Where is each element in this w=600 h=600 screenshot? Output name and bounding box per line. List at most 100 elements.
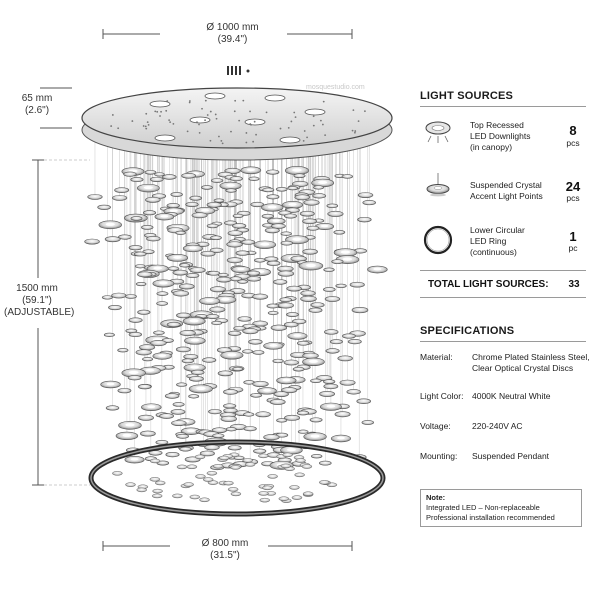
crystal-disc <box>204 444 220 451</box>
crystal-disc <box>324 296 341 302</box>
downlight-7 <box>154 134 176 142</box>
note-box: Note: Integrated LED – Non-replaceable P… <box>420 489 582 527</box>
crystal-disc <box>130 177 144 183</box>
crystal-disc <box>128 317 143 323</box>
crystal-disc <box>303 199 320 206</box>
crystal-disc <box>189 267 206 274</box>
crystal-disc <box>325 348 340 354</box>
crystal-disc <box>237 316 252 322</box>
specifications-title: SPECIFICATIONS <box>420 325 515 337</box>
crystal-disc <box>337 355 353 362</box>
crystal-disc <box>128 245 143 251</box>
crystal-disc <box>213 198 225 203</box>
crystal-disc <box>186 464 198 470</box>
canopy <box>81 66 393 161</box>
crystal-disc <box>230 491 242 497</box>
crystal-disc <box>237 279 249 284</box>
crystal-disc <box>142 210 157 216</box>
crystal-disc <box>208 409 222 415</box>
downlight-1 <box>149 100 171 108</box>
crystal-disc <box>84 238 100 245</box>
crystal-disc <box>176 433 190 439</box>
crystal-disc <box>191 212 208 219</box>
crystal-disc <box>269 399 286 405</box>
crystal-disc <box>149 458 161 464</box>
crystal-disc <box>138 344 156 351</box>
downlight-3 <box>264 94 286 102</box>
crystal-disc <box>227 445 242 451</box>
crystal-disc <box>183 482 194 487</box>
drop-height-label: 1500 mm (59.1") (ADJUSTABLE) <box>4 283 74 319</box>
light-source-3-line-3: (continuous) <box>470 247 517 257</box>
crystal-disc <box>172 402 185 407</box>
crystal-point-icon <box>426 173 450 197</box>
crystal-disc <box>218 455 230 461</box>
crystal-disc <box>229 176 243 182</box>
crystal-disc <box>164 393 180 399</box>
crystal-disc <box>128 331 143 338</box>
crystal-disc <box>283 213 297 219</box>
crystal-disc <box>135 281 147 287</box>
crystal-disc <box>266 303 279 309</box>
crystal-disc <box>153 330 165 335</box>
crystal-disc <box>159 413 174 419</box>
top-diameter-inches: (39.4") <box>217 34 248 45</box>
light-sources-title: LIGHT SOURCES <box>420 90 514 102</box>
crystal-disc <box>284 414 301 421</box>
crystal-disc <box>300 295 317 302</box>
crystal-disc <box>225 427 237 432</box>
crystal-disc <box>202 357 217 363</box>
crystal-disc <box>209 286 226 293</box>
crystal-disc <box>176 312 191 319</box>
crystal-disc <box>286 312 299 318</box>
crystal-disc <box>155 439 169 445</box>
crystal-disc <box>302 352 319 359</box>
canopy-height-value: 65 mm <box>21 93 53 104</box>
top-diameter-value: Ø 1000 mm <box>206 22 259 33</box>
crystal-disc <box>270 324 288 331</box>
crystal-disc <box>361 420 374 425</box>
spec-material-line-1: Chrome Plated Stainless Steel, <box>472 352 590 362</box>
total-value: 33 <box>568 279 580 290</box>
crystal-disc <box>227 330 242 336</box>
crystal-disc <box>206 470 218 476</box>
crystal-disc <box>195 474 206 479</box>
crystal-disc <box>331 259 344 264</box>
crystal-disc <box>134 264 146 269</box>
bottom-diameter-value: Ø 800 mm <box>201 538 249 549</box>
crystal-disc <box>137 271 153 278</box>
light-source-1-line-1: Top Recessed <box>470 120 524 130</box>
specifications-rule <box>420 341 586 342</box>
light-source-2-unit: pcs <box>566 193 580 203</box>
crystal-disc <box>252 350 265 355</box>
crystal-disc <box>176 382 188 387</box>
crystal-disc <box>220 415 237 422</box>
light-source-3-line-2: LED Ring <box>470 236 507 246</box>
crystal-disc <box>277 302 294 309</box>
crystal-disc <box>297 429 309 434</box>
crystal-disc <box>243 426 257 432</box>
crystal-disc <box>241 239 256 245</box>
crystal-disc <box>135 349 152 356</box>
crystal-disc <box>103 332 115 337</box>
light-source-1-count: 8 <box>569 123 577 138</box>
light-source-3-unit: pc <box>568 243 578 253</box>
crystal-disc <box>262 485 273 491</box>
crystal-disc <box>189 494 201 500</box>
crystal-disc <box>138 414 154 421</box>
crystal-disc <box>156 291 169 296</box>
watermark: mosquestudio.com <box>306 84 365 91</box>
crystal-disc <box>178 283 195 290</box>
crystal-disc <box>244 462 256 467</box>
downlight-8 <box>279 136 301 144</box>
crystal-disc <box>294 472 305 478</box>
crystal-disc <box>212 433 225 439</box>
crystal-disc <box>212 464 224 469</box>
crystal-disc <box>252 380 269 388</box>
crystal-disc <box>188 376 204 382</box>
total-rule-bottom <box>420 297 586 298</box>
crystal-disc <box>104 236 121 243</box>
crystal-disc <box>179 446 192 452</box>
crystal-disc <box>210 235 222 241</box>
crystal-disc <box>306 225 320 231</box>
